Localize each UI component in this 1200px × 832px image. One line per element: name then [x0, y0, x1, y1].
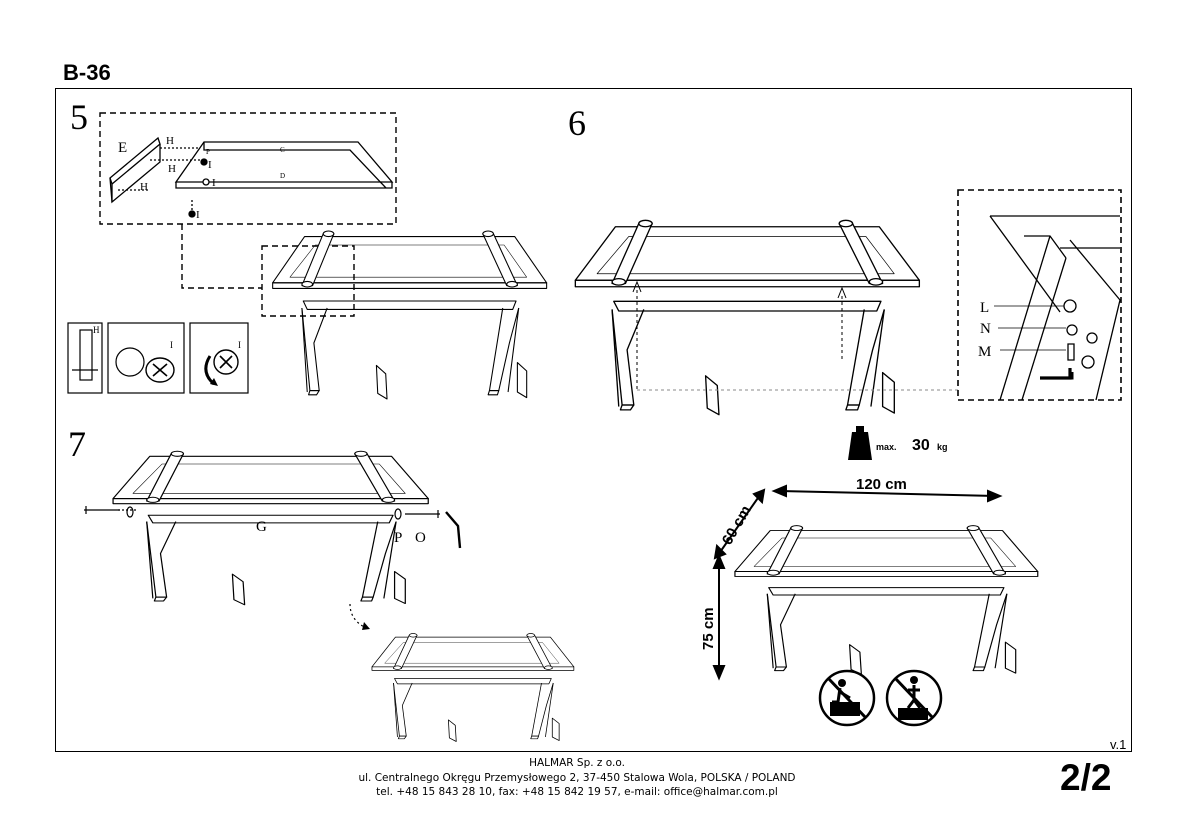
label-h-3: H: [140, 181, 148, 193]
max-prefix: max.: [876, 442, 897, 452]
footer-address: ul. Centralnego Okręgu Przemysłowego 2, …: [358, 771, 796, 784]
label-h-1: H: [166, 135, 174, 147]
flip-arrow-head: [362, 622, 370, 630]
leg-fixing-detail-box: [957, 189, 1122, 401]
step6-table: [574, 219, 921, 416]
cam-bolt-detail-box: H: [67, 322, 103, 394]
footer: HALMAR Sp. z o.o. ul. Centralnego Okręgu…: [300, 756, 854, 800]
dimension-width: 120 cm: [856, 476, 907, 493]
weight-icon: [848, 426, 872, 460]
step7-result-table: [371, 633, 575, 742]
label-n: N: [980, 321, 991, 337]
label-d: D: [280, 172, 285, 180]
step5-table: [272, 230, 548, 400]
dimension-height: 75 cm: [700, 607, 717, 650]
step-number-7: 7: [68, 424, 86, 464]
label-e: E: [118, 140, 127, 156]
step5-panel-e: [109, 136, 200, 204]
step6-arrows: [632, 280, 958, 391]
footer-company: HALMAR Sp. z o.o.: [529, 757, 625, 769]
model-code: B-36: [63, 60, 111, 85]
label-i-2: I: [212, 177, 216, 189]
dimension-table: [734, 525, 1039, 675]
step7-bolts: [84, 506, 462, 549]
step7-table: [112, 450, 429, 606]
label-h-2: H: [168, 163, 176, 175]
screwdriver-rotate-icon: I: [189, 322, 249, 394]
label-p: P: [394, 530, 402, 546]
instruction-frame: [55, 88, 1132, 752]
label-m: M: [978, 344, 991, 360]
step-number-5: 5: [70, 97, 88, 137]
label-i-3: I: [196, 209, 200, 221]
label-p-small: P: [206, 148, 210, 156]
step-number-6: 6: [568, 103, 586, 143]
label-i-detail-2: I: [238, 340, 241, 350]
step5-shelf-cd: [174, 141, 394, 218]
dimension-depth: 60 cm: [719, 503, 755, 548]
dimension-lines: [712, 484, 1003, 681]
label-i-1: I: [208, 159, 212, 171]
label-o: O: [415, 530, 426, 546]
no-standing-icon: [818, 669, 876, 727]
step5-exploded-dashed-box: [99, 112, 397, 317]
max-load-unit: kg: [937, 442, 948, 452]
footer-contact: tel. +48 15 843 28 10, fax: +48 15 842 1…: [376, 786, 778, 798]
label-c: C: [280, 146, 285, 154]
no-sitting-icon: [885, 669, 943, 727]
label-i-detail-1: I: [170, 340, 173, 350]
label-l: L: [980, 300, 989, 316]
label-g: G: [256, 519, 267, 535]
label-h-detail: H: [93, 325, 100, 335]
page-number: 2/2: [1060, 757, 1112, 798]
max-load-value: 30: [912, 437, 930, 454]
version-label: v.1: [1110, 737, 1127, 752]
cam-lock-icon: I: [107, 322, 185, 394]
allen-key-icon: [1040, 368, 1072, 380]
